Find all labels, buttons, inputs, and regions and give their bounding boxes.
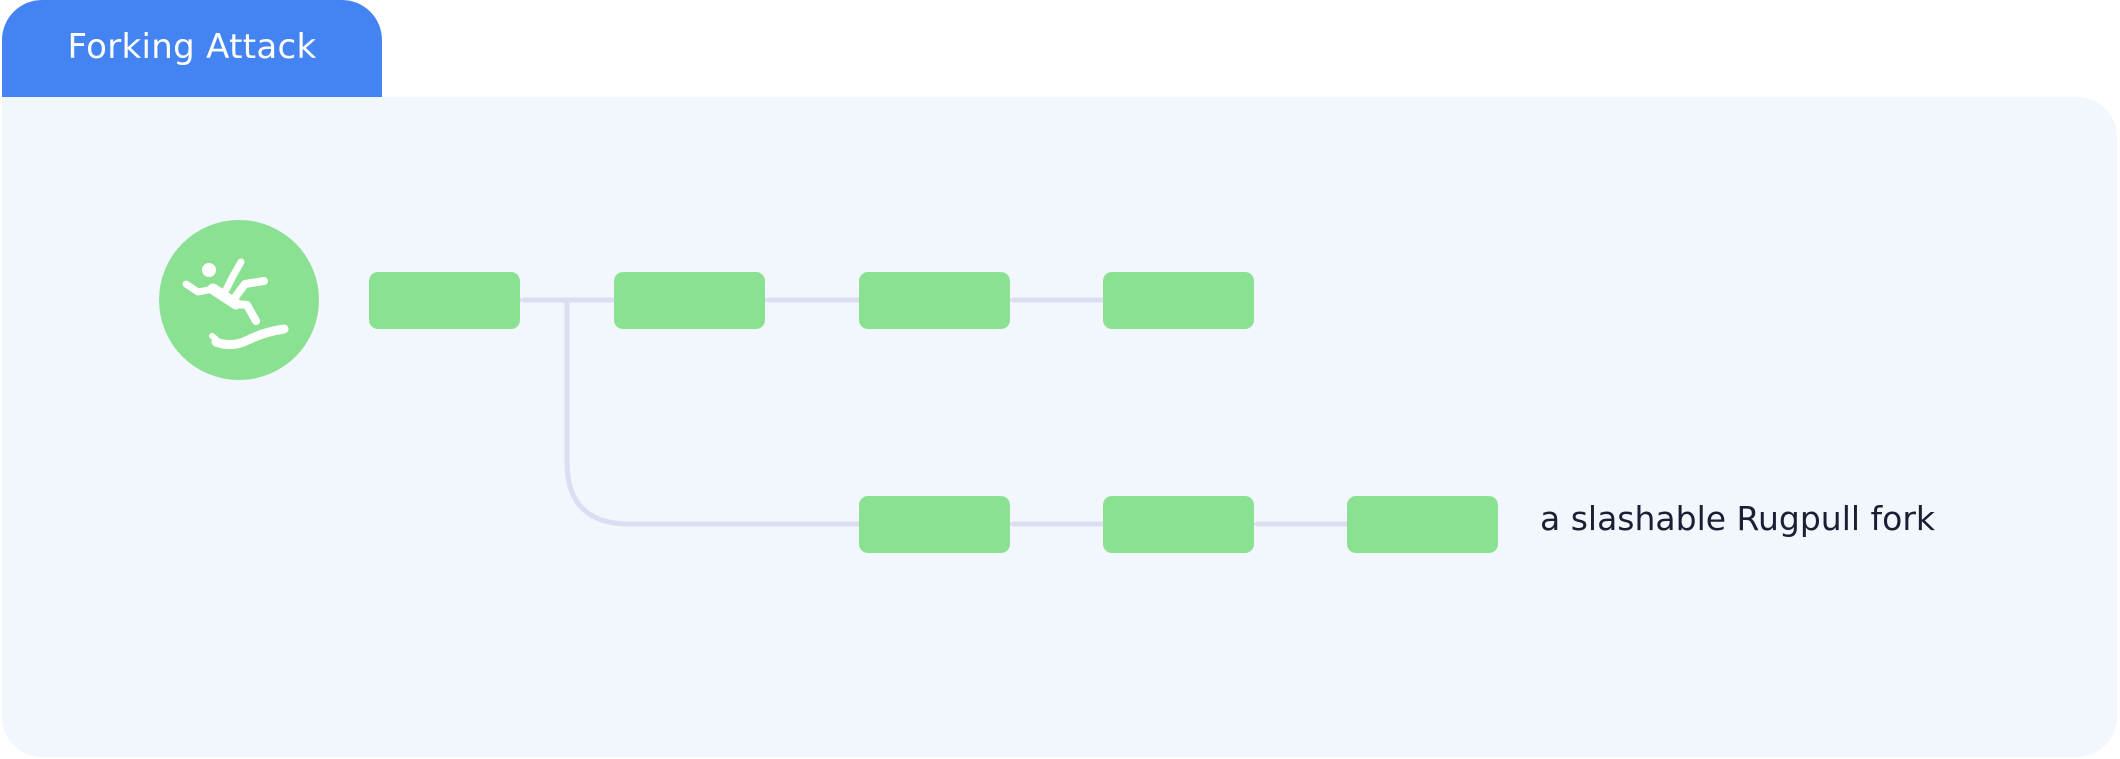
falling-person-icon <box>159 220 319 380</box>
fork-block <box>859 496 1010 553</box>
block <box>859 272 1010 329</box>
block <box>614 272 765 329</box>
fork-block <box>1347 496 1498 553</box>
fork-branch-line <box>564 300 859 527</box>
block <box>369 272 520 329</box>
fork-label: a slashable Rugpull fork <box>1540 499 1936 538</box>
forking-attack-tab: Forking Attack <box>2 0 382 98</box>
block <box>1103 272 1254 329</box>
diagram-panel <box>2 97 2117 757</box>
fork-block <box>1103 496 1254 553</box>
tab-title: Forking Attack <box>67 27 317 67</box>
fork-chain <box>859 496 1498 553</box>
main-chain <box>369 272 1254 329</box>
